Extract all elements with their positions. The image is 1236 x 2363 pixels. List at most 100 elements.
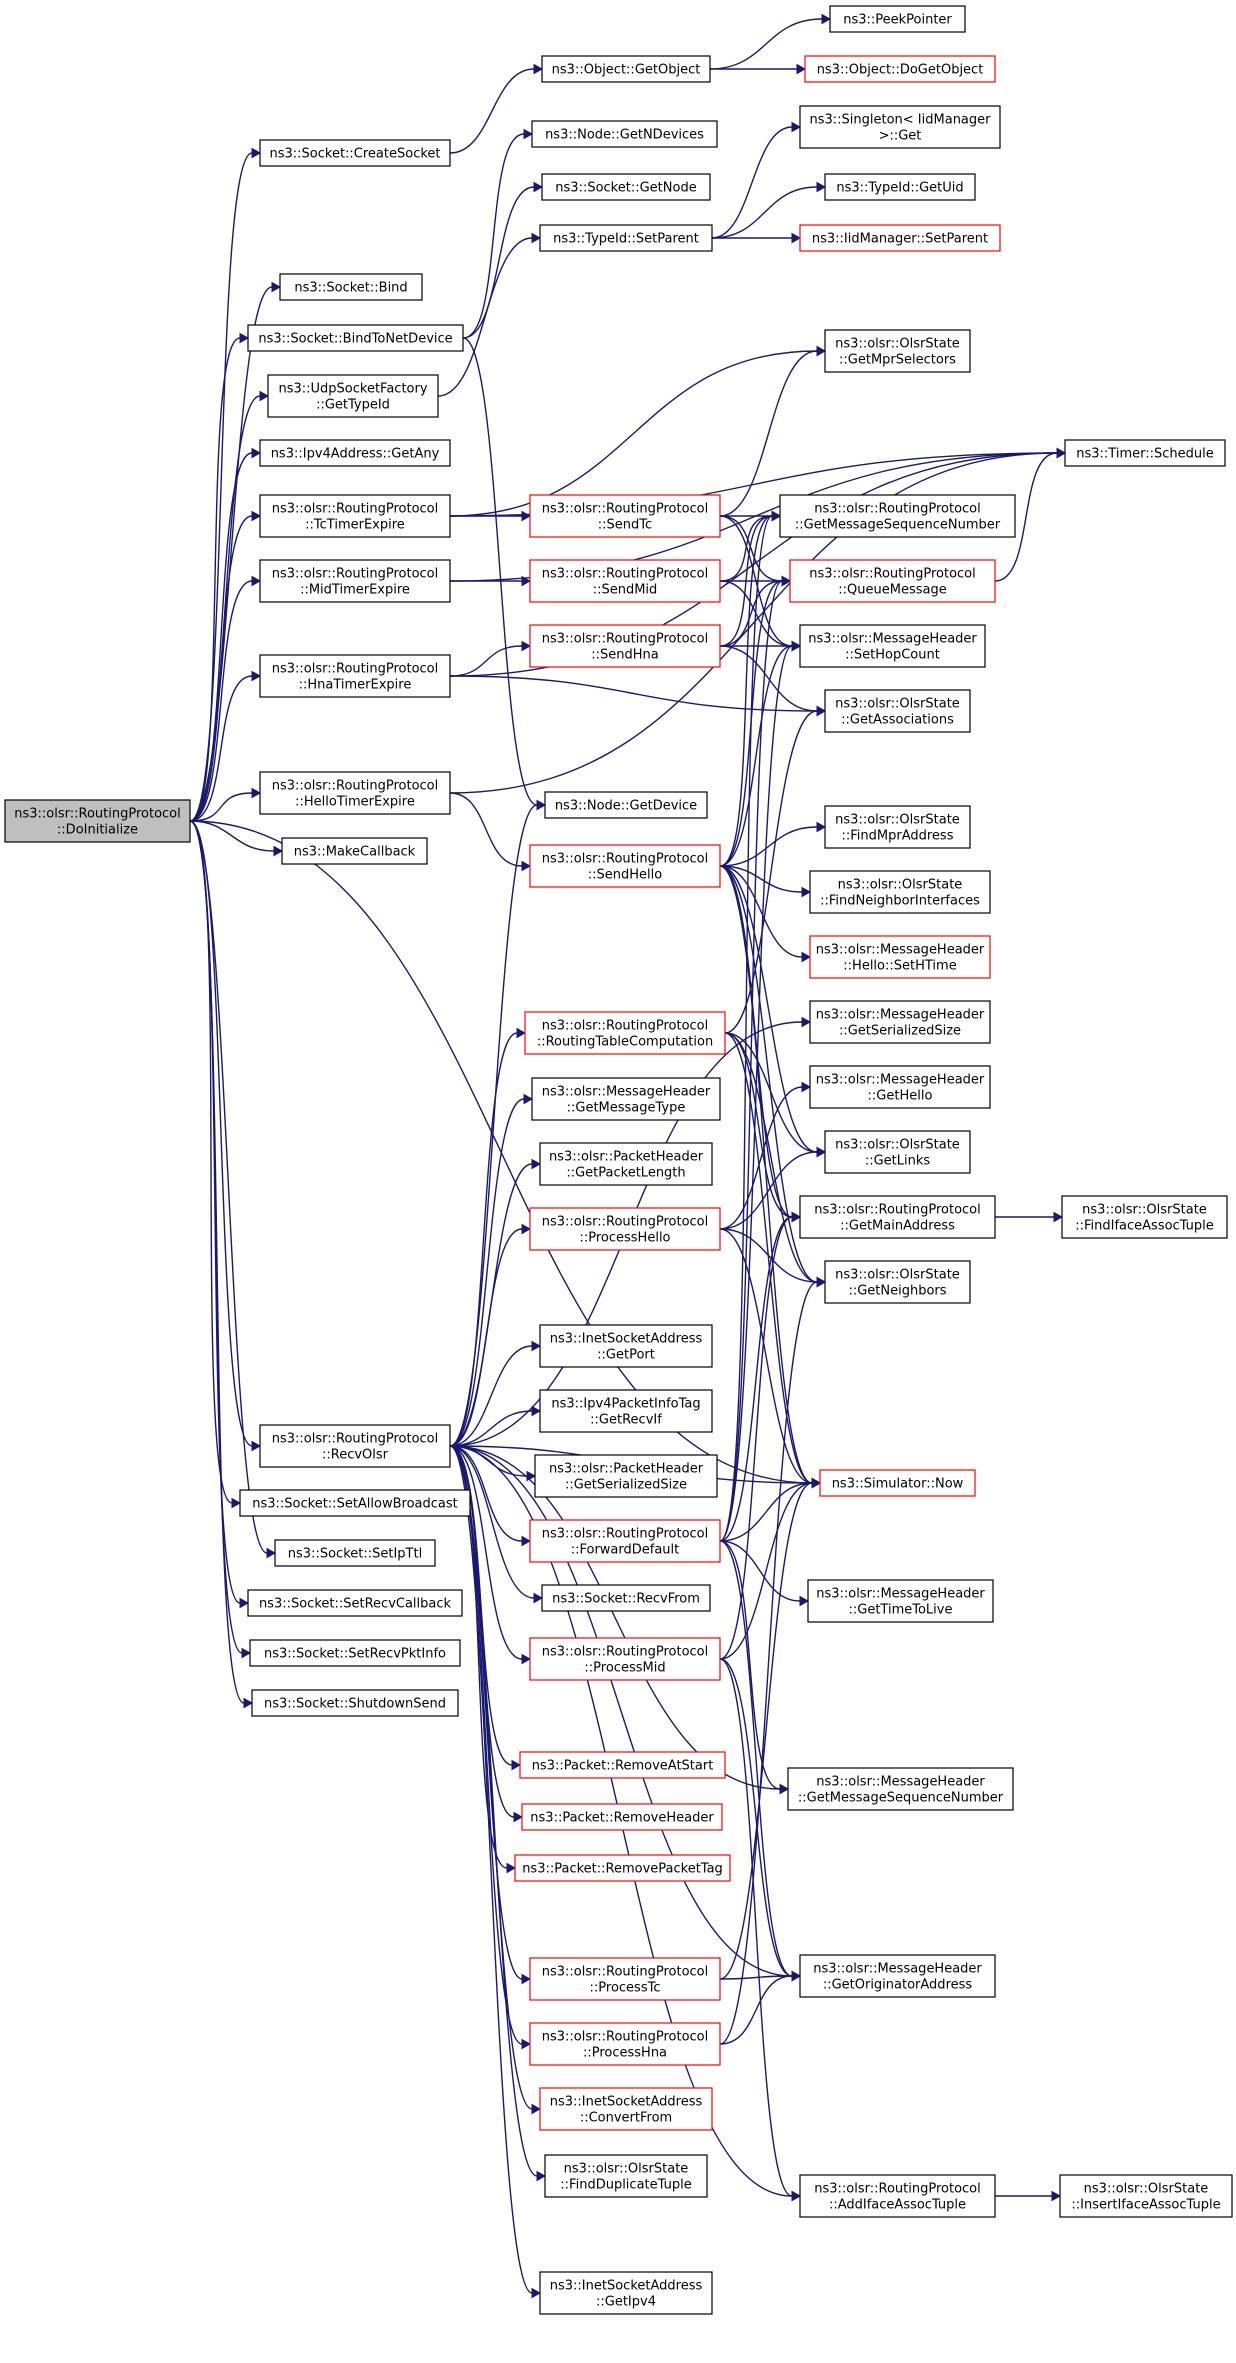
node-box: [539, 1324, 713, 1368]
node-addIfaceAssocTuple[interactable]: ns3::olsr::RoutingProtocol::AddIfaceAsso…: [799, 2174, 996, 2218]
node-getMprSelectors[interactable]: ns3::olsr::OlsrState::GetMprSelectors: [824, 329, 971, 373]
node-sendHna[interactable]: ns3::olsr::RoutingProtocol::SendHna: [529, 624, 721, 668]
node-getHello[interactable]: ns3::olsr::MessageHeader::GetHello: [809, 1065, 991, 1109]
node-box: [804, 55, 996, 83]
node-findIfaceAssocTuple[interactable]: ns3::olsr::OlsrState::FindIfaceAssocTupl…: [1061, 1195, 1228, 1239]
node-label: ns3::Socket::GetNode: [555, 181, 696, 196]
edge-sendHello-to-getMainAddress: [719, 865, 802, 1223]
node-inetGetPort[interactable]: ns3::InetSocketAddress::GetPort: [539, 1324, 713, 1368]
edge-processTc-to-simulatorNow: [719, 1477, 822, 1980]
node-nodeGetNDevices[interactable]: ns3::Node::GetNDevices: [531, 120, 718, 148]
node-sendHello[interactable]: ns3::olsr::RoutingProtocol::SendHello: [529, 844, 721, 888]
node-processMid[interactable]: ns3::olsr::RoutingProtocol::ProcessMid: [529, 1637, 721, 1681]
node-label: ns3::olsr::OlsrState: [1084, 2182, 1209, 2197]
node-doGetObject[interactable]: ns3::Object::DoGetObject: [804, 55, 996, 83]
node-typeIdGetUid[interactable]: ns3::TypeId::GetUid: [824, 173, 976, 201]
node-label: ns3::Socket::SetAllowBroadcast: [252, 1497, 458, 1512]
node-mhGetMsgSeq[interactable]: ns3::olsr::MessageHeader::GetMessageSequ…: [787, 1767, 1014, 1811]
node-findDuplicateTuple[interactable]: ns3::olsr::OlsrState::FindDuplicateTuple: [544, 2154, 708, 2198]
node-setIpTtl[interactable]: ns3::Socket::SetIpTtl: [274, 1539, 436, 1567]
node-removeAtStart[interactable]: ns3::Packet::RemoveAtStart: [519, 1751, 726, 1779]
node-helloSetHTime[interactable]: ns3::olsr::MessageHeader::Hello::SetHTim…: [809, 935, 991, 979]
node-queueMessage[interactable]: ns3::olsr::RoutingProtocol::QueueMessage: [789, 559, 996, 603]
node-label: ::MidTimerExpire: [300, 583, 410, 598]
node-processTc[interactable]: ns3::olsr::RoutingProtocol::ProcessTc: [529, 1957, 721, 2001]
node-getMessageType[interactable]: ns3::olsr::MessageHeader::GetMessageType: [531, 1077, 721, 1121]
node-setRecvPktInfo[interactable]: ns3::Socket::SetRecvPktInfo: [249, 1639, 461, 1667]
edge-createSocket-to-getObject: [449, 63, 544, 154]
node-box: [1064, 439, 1226, 467]
node-recvFrom[interactable]: ns3::Socket::RecvFrom: [541, 1584, 711, 1612]
node-getObject[interactable]: ns3::Object::GetObject: [541, 55, 711, 83]
node-getPacketLength[interactable]: ns3::olsr::PacketHeader::GetPacketLength: [539, 1142, 713, 1186]
node-box: [799, 105, 1001, 149]
edge-processMid-to-addIfaceAssocTuple: [719, 1658, 802, 2202]
node-removeHeader[interactable]: ns3::Packet::RemoveHeader: [521, 1803, 723, 1831]
node-ipv4GetRecvIf[interactable]: ns3::Ipv4PacketInfoTag::GetRecvIf: [539, 1389, 713, 1433]
node-convertFrom[interactable]: ns3::InetSocketAddress::ConvertFrom: [539, 2087, 713, 2131]
edge-rtComputation-to-getAssociations: [724, 705, 827, 1034]
edge-typeIdSetParent-to-iidSetParent: [711, 232, 802, 244]
node-rpGetMsgSeq[interactable]: ns3::olsr::RoutingProtocol::GetMessageSe…: [779, 494, 1016, 538]
node-tcTimer[interactable]: ns3::olsr::RoutingProtocol::TcTimerExpir…: [259, 494, 451, 538]
node-typeIdSetParent[interactable]: ns3::TypeId::SetParent: [539, 224, 713, 252]
node-forwardDefault[interactable]: ns3::olsr::RoutingProtocol::ForwardDefau…: [529, 1519, 721, 1563]
node-insertIfaceAssocTuple[interactable]: ns3::olsr::OlsrState::InsertIfaceAssocTu…: [1059, 2174, 1233, 2218]
node-findNeighborIfaces[interactable]: ns3::olsr::OlsrState::FindNeighborInterf…: [809, 870, 991, 914]
node-getOriginatorAddress[interactable]: ns3::olsr::MessageHeader::GetOriginatorA…: [799, 1954, 996, 1998]
node-iidSetParent[interactable]: ns3::IidManager::SetParent: [799, 224, 1001, 252]
node-midTimer[interactable]: ns3::olsr::RoutingProtocol::MidTimerExpi…: [259, 559, 451, 603]
node-peekPointer[interactable]: ns3::PeekPointer: [829, 5, 966, 33]
node-box: [809, 870, 991, 914]
edge-recvOlsr-to-nodeGetDevice: [449, 799, 547, 1447]
node-root[interactable]: ns3::olsr::RoutingProtocol::DoInitialize: [4, 799, 191, 843]
node-setRecvCallback[interactable]: ns3::Socket::SetRecvCallback: [247, 1589, 463, 1617]
node-udpGetTypeId[interactable]: ns3::UdpSocketFactory::GetTypeId: [267, 374, 439, 418]
node-findMprAddress[interactable]: ns3::olsr::OlsrState::FindMprAddress: [824, 805, 971, 849]
node-removePacketTag[interactable]: ns3::Packet::RemovePacketTag: [514, 1854, 731, 1882]
node-msgGetSerializedSize[interactable]: ns3::olsr::MessageHeader::GetSerializedS…: [809, 1000, 991, 1044]
node-ipv4GetAny[interactable]: ns3::Ipv4Address::GetAny: [259, 439, 451, 467]
edge-queueMessage-to-timerSchedule: [994, 447, 1067, 582]
node-label: >::Get: [879, 129, 922, 144]
edge-sendHello-to-helloSetHTime: [719, 865, 812, 963]
node-setHopCount[interactable]: ns3::olsr::MessageHeader::SetHopCount: [799, 624, 986, 668]
node-simulatorNow[interactable]: ns3::Simulator::Now: [819, 1469, 976, 1497]
node-getLinks[interactable]: ns3::olsr::OlsrState::GetLinks: [824, 1130, 971, 1174]
node-getAssociations[interactable]: ns3::olsr::OlsrState::GetAssociations: [824, 689, 971, 733]
node-recvOlsr[interactable]: ns3::olsr::RoutingProtocol::RecvOlsr: [259, 1424, 451, 1468]
node-hnaTimer[interactable]: ns3::olsr::RoutingProtocol::HnaTimerExpi…: [259, 654, 451, 698]
node-bindToNetDevice[interactable]: ns3::Socket::BindToNetDevice: [247, 324, 464, 352]
node-setAllowBroadcast[interactable]: ns3::Socket::SetAllowBroadcast: [239, 1489, 471, 1517]
node-pktGetSerializedSize[interactable]: ns3::olsr::PacketHeader::GetSerializedSi…: [534, 1454, 718, 1498]
node-createSocket[interactable]: ns3::Socket::CreateSocket: [259, 139, 451, 167]
node-helloTimer[interactable]: ns3::olsr::RoutingProtocol::HelloTimerEx…: [259, 771, 451, 815]
node-getTimeToLive[interactable]: ns3::olsr::MessageHeader::GetTimeToLive: [807, 1579, 994, 1623]
edge-recvOlsr-to-processHello: [449, 1223, 532, 1447]
node-makeCallback[interactable]: ns3::MakeCallback: [281, 837, 428, 865]
node-box: [251, 1689, 459, 1717]
node-getNeighbors[interactable]: ns3::olsr::OlsrState::GetNeighbors: [824, 1260, 971, 1304]
node-box: [531, 1077, 721, 1121]
node-nodeGetDevice[interactable]: ns3::Node::GetDevice: [544, 791, 708, 819]
edge-processMid-to-getMainAddress: [719, 1211, 802, 1660]
node-socketGetNode[interactable]: ns3::Socket::GetNode: [541, 173, 711, 201]
node-processHello[interactable]: ns3::olsr::RoutingProtocol::ProcessHello: [529, 1207, 721, 1251]
node-processHna[interactable]: ns3::olsr::RoutingProtocol::ProcessHna: [529, 2022, 721, 2066]
node-box: [259, 494, 451, 538]
node-label: ns3::Packet::RemoveHeader: [530, 1811, 714, 1826]
node-box: [544, 791, 708, 819]
node-sendTc[interactable]: ns3::olsr::RoutingProtocol::SendTc: [529, 494, 721, 538]
node-label: ::HnaTimerExpire: [299, 678, 412, 693]
node-inetGetIpv4[interactable]: ns3::InetSocketAddress::GetIpv4: [539, 2271, 713, 2315]
node-shutdownSend[interactable]: ns3::Socket::ShutdownSend: [251, 1689, 459, 1717]
node-box: [521, 1803, 723, 1831]
node-sendMid[interactable]: ns3::olsr::RoutingProtocol::SendMid: [529, 559, 721, 603]
node-getMainAddress[interactable]: ns3::olsr::RoutingProtocol::GetMainAddre…: [799, 1195, 996, 1239]
node-label: ns3::Socket::SetRecvPktInfo: [264, 1647, 446, 1662]
node-timerSchedule[interactable]: ns3::Timer::Schedule: [1064, 439, 1226, 467]
node-rtComputation[interactable]: ns3::olsr::RoutingProtocol::RoutingTable…: [524, 1011, 726, 1055]
node-singletonGet[interactable]: ns3::Singleton< IidManager >::Get: [799, 105, 1001, 149]
node-bind[interactable]: ns3::Socket::Bind: [279, 273, 423, 301]
